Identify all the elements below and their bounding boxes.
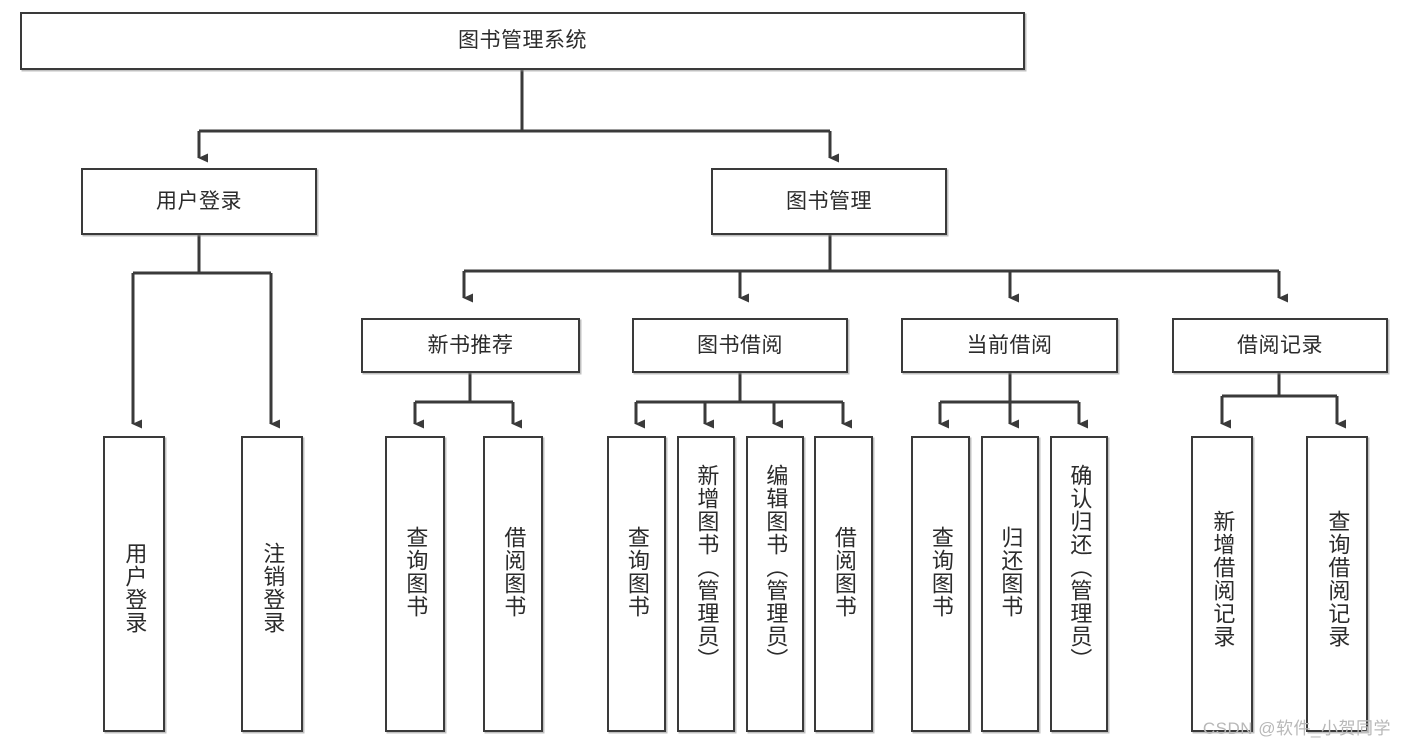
leaf-borrow-book[interactable]: 借阅图书 — [814, 436, 873, 732]
node-label: 图书管理 — [786, 189, 872, 213]
leaf-borrow-book-recommend[interactable]: 借阅图书 — [483, 436, 543, 732]
leaf-query-borrow-record[interactable]: 查询借阅记录 — [1306, 436, 1368, 732]
leaf-query-book-borrow[interactable]: 查询图书 — [607, 436, 666, 732]
node-label: 图书借阅 — [697, 333, 783, 357]
leaf-confirm-return-admin[interactable]: 确认归还（管理员） — [1050, 436, 1108, 732]
node-label: 编辑图书（管理员） — [763, 464, 789, 671]
node-label: 新增图书（管理员） — [694, 464, 720, 671]
node-label: 确认归还（管理员） — [1067, 464, 1093, 671]
node-label: 用户登录 — [122, 542, 148, 634]
node-borrow-record[interactable]: 借阅记录 — [1172, 318, 1388, 373]
node-label: 借阅图书 — [501, 526, 527, 618]
node-label: 查询图书 — [928, 526, 954, 618]
node-book-borrow[interactable]: 图书借阅 — [632, 318, 848, 373]
leaf-user-login[interactable]: 用户登录 — [103, 436, 165, 732]
node-label: 查询借阅记录 — [1325, 510, 1351, 648]
node-user-login[interactable]: 用户登录 — [81, 168, 317, 235]
leaf-return-book[interactable]: 归还图书 — [981, 436, 1039, 732]
node-label: 图书管理系统 — [458, 29, 587, 53]
leaf-edit-book-admin[interactable]: 编辑图书（管理员） — [746, 436, 804, 732]
leaf-add-borrow-record[interactable]: 新增借阅记录 — [1191, 436, 1253, 732]
node-label: 新书推荐 — [427, 333, 514, 357]
leaf-query-book-current[interactable]: 查询图书 — [911, 436, 970, 732]
node-book-manage[interactable]: 图书管理 — [711, 168, 947, 235]
node-label: 归还图书 — [998, 526, 1024, 618]
leaf-query-book-recommend[interactable]: 查询图书 — [385, 436, 445, 732]
node-new-book-recommend[interactable]: 新书推荐 — [361, 318, 580, 373]
node-label: 当前借阅 — [966, 333, 1053, 357]
node-current-borrow[interactable]: 当前借阅 — [901, 318, 1118, 373]
watermark-text: CSDN @软件_小贺同学 — [1202, 719, 1391, 738]
node-label: 查询图书 — [403, 526, 429, 618]
leaf-logout[interactable]: 注销登录 — [241, 436, 303, 732]
node-root-system[interactable]: 图书管理系统 — [20, 12, 1025, 70]
node-label: 新增借阅记录 — [1210, 510, 1236, 648]
node-label: 借阅图书 — [831, 526, 857, 618]
leaf-add-book-admin[interactable]: 新增图书（管理员） — [677, 436, 735, 732]
node-label: 借阅记录 — [1237, 333, 1323, 357]
node-label: 查询图书 — [624, 526, 650, 618]
node-label: 用户登录 — [156, 189, 242, 213]
node-label: 注销登录 — [260, 542, 286, 634]
